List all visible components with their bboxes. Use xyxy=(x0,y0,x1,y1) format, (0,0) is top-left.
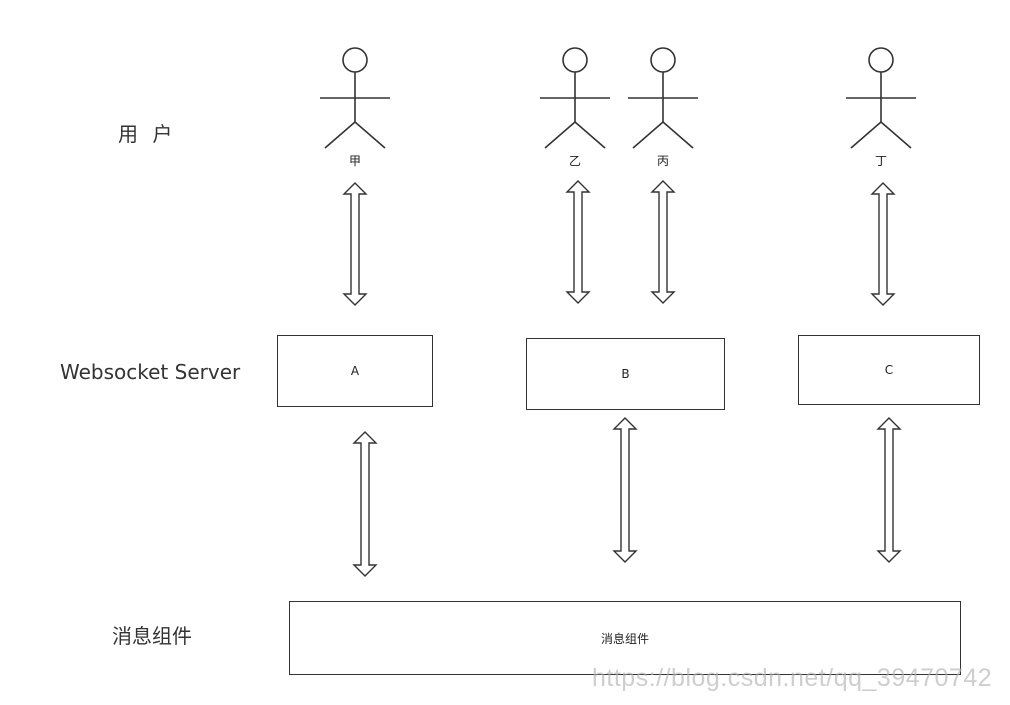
mq-box: 消息组件 xyxy=(289,601,961,675)
actor-name: 乙 xyxy=(568,154,581,168)
watermark: https://blog.csdn.net/qq_39470742 xyxy=(592,664,993,692)
actor-yi: 乙 xyxy=(539,46,611,176)
double-arrow-icon xyxy=(876,417,902,563)
users-row-label: 用 户 xyxy=(118,122,177,146)
stick-figure-icon xyxy=(540,47,610,149)
double-arrow-icon xyxy=(612,417,638,563)
actor-ding: 丁 xyxy=(845,46,917,176)
server-box-b: B xyxy=(526,338,725,410)
server-row-label: Websocket Server xyxy=(60,360,241,384)
server-box-a: A xyxy=(277,335,433,407)
double-arrow-icon xyxy=(352,431,378,577)
server-box-label: A xyxy=(350,364,360,378)
actor-bing: 丙 xyxy=(627,46,699,176)
double-arrow-icon xyxy=(650,180,676,304)
actor-name: 丙 xyxy=(656,154,669,168)
server-box-label: C xyxy=(884,363,894,377)
actor-name: 丁 xyxy=(874,154,887,168)
stick-figure-icon xyxy=(846,47,916,149)
actor-name: 甲 xyxy=(348,154,361,168)
actor-jia: 甲 xyxy=(319,46,391,176)
stick-figure-icon xyxy=(628,47,698,149)
double-arrow-icon xyxy=(565,180,591,304)
server-box-label: B xyxy=(621,367,630,381)
double-arrow-icon xyxy=(870,182,896,306)
stick-figure-icon xyxy=(320,47,390,149)
mq-row-label: 消息组件 xyxy=(112,624,192,648)
mq-box-label: 消息组件 xyxy=(600,631,649,646)
double-arrow-icon xyxy=(342,182,368,306)
server-box-c: C xyxy=(798,335,980,405)
